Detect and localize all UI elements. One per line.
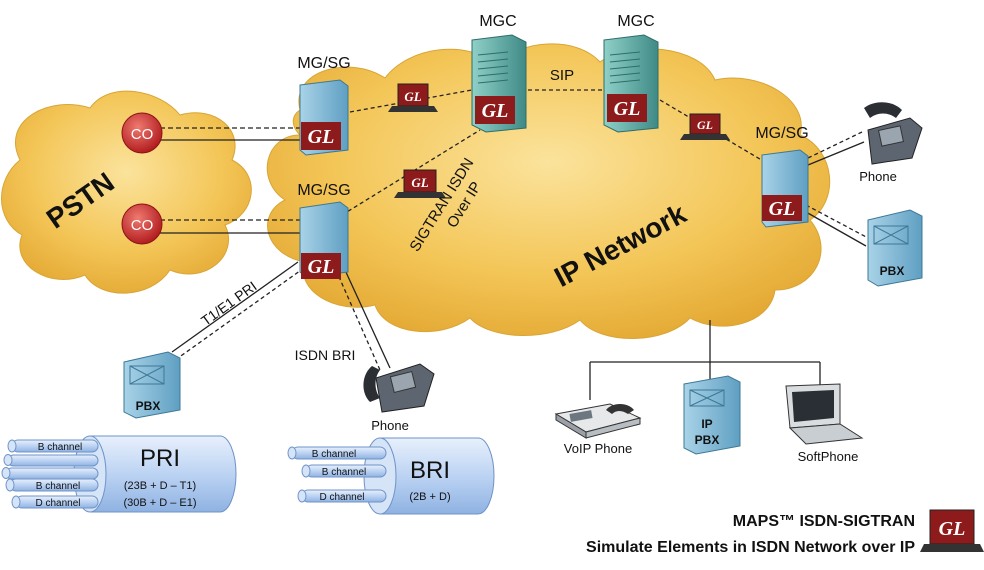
gl-laptop-top: GL [388,83,438,112]
pbx-right: PBX [867,209,923,287]
phone-bottom-label: Phone [371,418,409,433]
ip-pbx: IP PBX [683,375,741,455]
pri-channel-d: D channel [35,498,80,509]
pri-channel-b1: B channel [38,442,82,453]
pri-channel-b2: B channel [36,481,80,492]
gl-badge-mgc-left: GL [482,100,509,122]
gl-badge-laptop-top: GL [404,89,421,104]
footer-subtitle: Simulate Elements in ISDN Network over I… [586,539,915,556]
mgsg-right-label: MG/SG [755,125,808,142]
gl-badge-laptop-right: GL [697,118,713,132]
bri-channel-b2: B channel [322,467,366,478]
ip-pbx-label-line2: PBX [695,433,720,447]
mgc-right-label: MGC [617,13,654,30]
pri-title: PRI [140,445,180,472]
pri-line2: (30B + D – E1) [123,497,196,509]
ip-pbx-label-line1: IP [701,417,712,431]
mgc-server-left: GL [471,34,527,133]
co-bottom-label: CO [131,217,154,234]
gl-laptop-mid: GL [394,169,446,198]
gl-logo-laptop: GL [920,509,984,552]
mgc-server-right: GL [603,34,659,133]
co-node-top: CO [121,112,163,154]
phone-right-icon [864,102,923,165]
co-top-label: CO [131,126,154,143]
gl-badge-mgsg-right: GL [769,198,796,220]
gl-badge-mgc-right: GL [614,98,641,120]
pbx-left-label: PBX [136,399,161,413]
mgsg-top-label: MG/SG [297,55,350,72]
phone-bottom-icon [363,363,435,413]
bri-channel-d: D channel [319,492,364,503]
voip-phone-icon [554,403,642,439]
bri-line1: (2B + D) [409,491,450,503]
mgc-left-label: MGC [479,13,516,30]
bri-title: BRI [410,457,450,484]
mgsg-device-mid: GL [299,201,349,279]
mgsg-mid-label: MG/SG [297,182,350,199]
pri-line1: (23B + D – T1) [124,480,196,492]
gl-badge-mgsg-top: GL [308,126,335,148]
pbx-left: PBX [123,351,181,419]
mgsg-device-top: GL [299,79,349,156]
voip-phone-label: VoIP Phone [564,441,632,456]
pri-bundle: B channel B channel D channel PRI (23B +… [1,435,237,513]
gl-badge-laptop-mid: GL [411,175,428,190]
ip-network-cloud [266,43,831,339]
mgsg-device-right: GL [761,149,809,228]
bri-bundle: B channel B channel D channel BRI (2B + … [287,437,495,515]
softphone-laptop-icon [785,383,864,445]
pstn-cloud [1,90,252,294]
isdn-bri-label: ISDN BRI [295,347,356,363]
phone-right-label: Phone [859,169,897,184]
softphone-label: SoftPhone [798,449,859,464]
gl-laptop-right: GL [680,113,730,140]
co-node-bottom: CO [121,203,163,245]
links [160,89,869,400]
pbx-right-label: PBX [880,264,905,278]
bri-channel-b1: B channel [312,449,356,460]
sip-label: SIP [550,67,574,84]
footer-title: MAPS™ ISDN-SIGTRAN [733,513,915,530]
gl-badge-mgsg-mid: GL [308,256,335,278]
gl-logo-text: GL [939,518,966,540]
